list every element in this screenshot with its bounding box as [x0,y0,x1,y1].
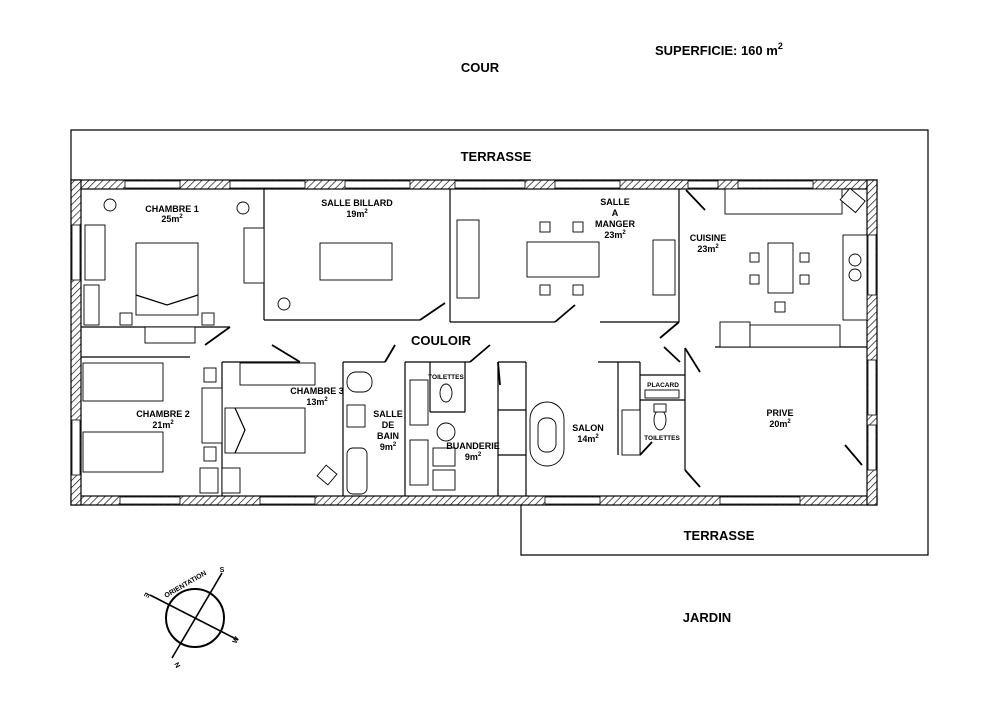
prive-area: 20m2 [769,419,791,429]
terrasse-outline [70,129,929,556]
cour-label: COUR [461,60,500,75]
terrasse-bottom-label: TERRASSE [684,528,755,543]
compass-needle-ew [149,594,239,641]
salle-manger-line2: A [612,208,619,218]
compass-e: E [142,591,151,599]
salle-manger-area: 23m2 [604,230,626,240]
salon-name: SALON [572,423,604,433]
salle-manger-line3: MANGER [595,219,635,229]
salle-bain-line2: DE [382,420,395,430]
orientation-compass: ORIENTATION S N E W [142,567,241,669]
terrasse-top-label: TERRASSE [461,149,532,164]
doors [204,189,863,488]
buanderie-name: BUANDERIE [446,441,500,451]
compass-title: ORIENTATION [164,570,208,600]
chambre3-area: 13m2 [306,397,328,407]
furniture [82,187,868,496]
cuisine-name: CUISINE [690,233,727,243]
prive-name: PRIVE [766,408,793,418]
placard-name: PLACARD [647,382,679,389]
cuisine-area: 23m2 [697,244,719,254]
chambre3-name: CHAMBRE 3 [290,386,344,396]
chambre1-area: 25m2 [161,214,183,224]
compass-s: S [220,567,225,574]
chambre2-name: CHAMBRE 2 [136,409,190,419]
salle-bain-area: 9m2 [380,442,397,452]
room-labels: CHAMBRE 1 25m2 SALLE BILLARD 19m2 SALLE … [136,197,793,462]
exterior-walls [70,179,878,506]
salle-bain-line3: BAIN [377,431,399,441]
jardin-label: JARDIN [683,610,731,625]
toilettes2-name: TOILETTES [644,435,680,442]
salle-manger-line1: SALLE [600,197,630,207]
compass-n: N [172,662,181,670]
chambre2-area: 21m2 [152,420,174,430]
salon-area: 14m2 [577,434,599,444]
toilettes1-name: TOILETTES [428,374,464,381]
compass-needle-ns [171,572,223,659]
salle-bain-line1: SALLE [373,409,403,419]
salle-billard-area: 19m2 [346,209,368,219]
superficie-label: SUPERFICIE: 160 m2 [655,41,783,58]
salle-billard-name: SALLE BILLARD [321,198,393,208]
buanderie-area: 9m2 [465,452,482,462]
couloir-name: COULOIR [411,333,472,348]
compass-w: W [232,635,242,645]
chambre1-name: CHAMBRE 1 [145,204,199,214]
